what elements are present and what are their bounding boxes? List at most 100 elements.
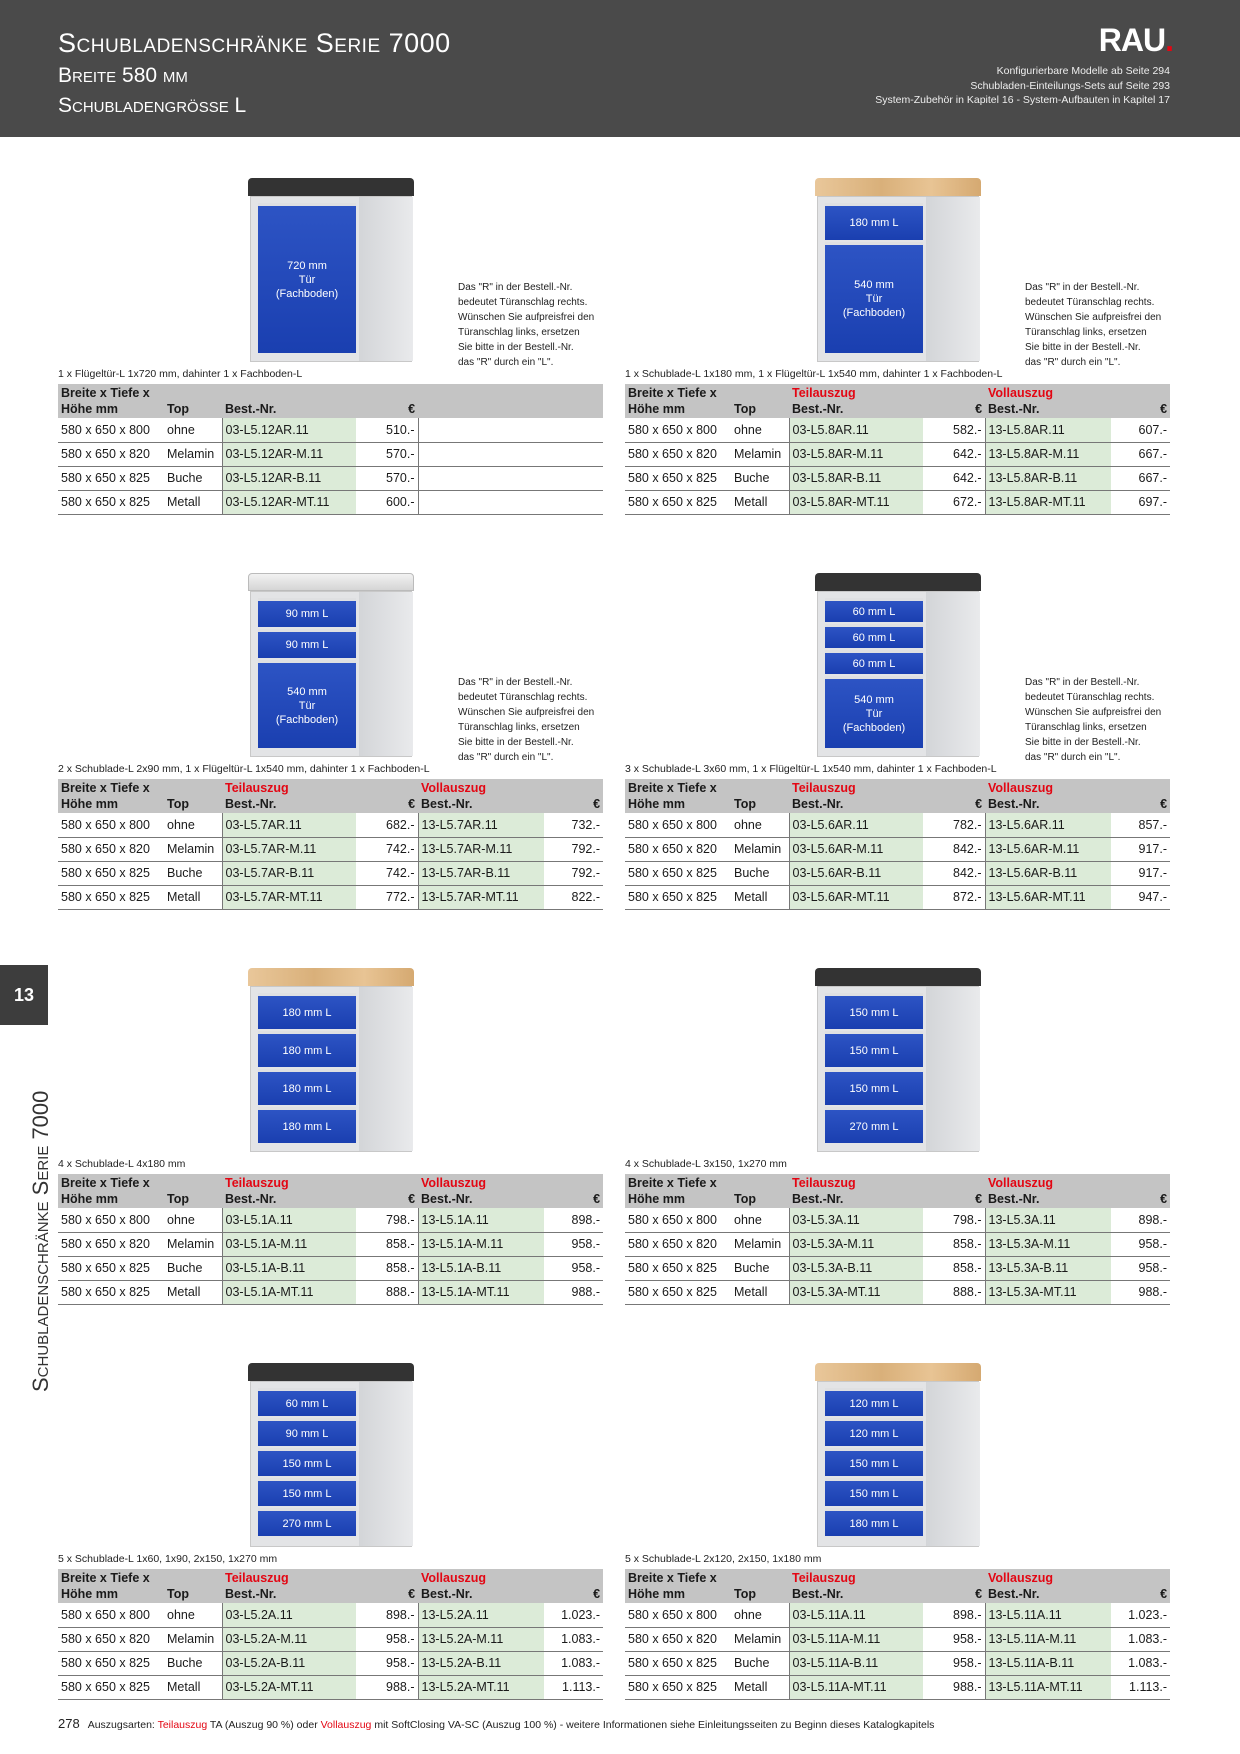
- cell-top: Metall: [164, 885, 222, 910]
- drawer-front: 180 mm L: [258, 1069, 356, 1105]
- cabinet-side: [359, 592, 413, 756]
- drawer-label: 180 mm L: [282, 1082, 332, 1095]
- footer-text: TA (Auszug 90 %) oder: [207, 1719, 321, 1731]
- cell-order-teil: 03-L5.1A.11: [221, 1208, 356, 1233]
- cell-dimensions: 580 x 650 x 825: [625, 466, 731, 491]
- cell-dimensions: 580 x 650 x 800: [58, 418, 164, 443]
- cell-top: Buche: [731, 861, 789, 886]
- cell-price-voll: 1.083.-: [544, 1651, 604, 1676]
- cell-order-voll: 13-L5.3A.11: [984, 1208, 1112, 1233]
- drawer-front: 150 mm L: [825, 1448, 923, 1476]
- page-footer: 278 Auszugsarten: Teilauszug TA (Auszug 9…: [58, 1716, 934, 1731]
- footer-text: mit SoftClosing VA-SC (Auszug 100 %) - w…: [371, 1719, 935, 1731]
- worktop: [248, 1363, 414, 1381]
- cell-order-teil: 03-L5.11A-MT.11: [788, 1675, 923, 1700]
- cell-order-voll: [417, 442, 545, 467]
- cell-order-teil: 03-L5.7AR-M.11: [221, 837, 356, 862]
- cell-price-voll: 1.023.-: [544, 1603, 604, 1628]
- cell-order-voll: 13-L5.11A-MT.11: [984, 1675, 1112, 1700]
- cell-dimensions: 580 x 650 x 825: [58, 466, 164, 491]
- cell-price-teil: 858.-: [356, 1256, 419, 1281]
- cell-order-teil: 03-L5.6AR-M.11: [788, 837, 923, 862]
- drawer-front: 270 mm L: [825, 1107, 923, 1143]
- cell-dimensions: 580 x 650 x 800: [58, 1208, 164, 1233]
- cell-top: ohne: [731, 1603, 789, 1628]
- drawer-label: (Fachboden): [275, 713, 339, 726]
- cell-top: Metall: [731, 1675, 789, 1700]
- cell-price-voll: 697.-: [1111, 490, 1171, 515]
- cell-top: Buche: [164, 861, 222, 886]
- footer-text: Auszugsarten:: [87, 1719, 158, 1731]
- cell-price-teil: 842.-: [923, 837, 986, 862]
- cell-price-voll: [544, 466, 604, 491]
- cell-order-voll: 13-L5.8AR-B.11: [984, 466, 1112, 491]
- cell-price-voll: 1.113.-: [544, 1675, 604, 1700]
- cell-order-teil: 03-L5.6AR-MT.11: [788, 885, 923, 910]
- drawer-front: 90 mm L: [258, 1418, 356, 1446]
- cell-price-teil: 858.-: [923, 1256, 986, 1281]
- cabinet-side: [926, 987, 980, 1151]
- cell-top: Melamin: [731, 837, 789, 862]
- page-number: 278: [58, 1716, 80, 1731]
- cell-price-voll: 607.-: [1111, 418, 1171, 443]
- cell-price-voll: 1.023.-: [1111, 1603, 1171, 1628]
- cell-dimensions: 580 x 650 x 825: [625, 1256, 731, 1281]
- drawer-label: (Fachboden): [842, 721, 906, 734]
- cell-price-voll: 1.113.-: [1111, 1675, 1171, 1700]
- cell-order-teil: 03-L5.1A-B.11: [221, 1256, 356, 1281]
- cell-top: Buche: [731, 466, 789, 491]
- note-line: bedeutet Türanschlag rechts.: [458, 297, 588, 308]
- note-line: das "R" durch ein "L".: [458, 752, 554, 763]
- note-line: das "R" durch ein "L".: [458, 357, 554, 368]
- page-title: Schubladenschränke Serie 7000: [58, 28, 451, 58]
- cell-dimensions: 580 x 650 x 820: [625, 442, 731, 467]
- cell-price-voll: 958.-: [544, 1232, 604, 1257]
- cell-order-teil: 03-L5.2A.11: [221, 1603, 356, 1628]
- cell-price-teil: 888.-: [356, 1280, 419, 1305]
- cell-order-voll: 13-L5.3A-MT.11: [984, 1280, 1112, 1305]
- drawer-label: 60 mm L: [852, 657, 896, 670]
- cell-dimensions: 580 x 650 x 800: [58, 1603, 164, 1628]
- drawer-front: 120 mm L: [825, 1388, 923, 1416]
- cell-top: Melamin: [164, 1232, 222, 1257]
- cell-price-teil: 958.-: [356, 1627, 419, 1652]
- cell-order-teil: 03-L5.8AR-B.11: [788, 466, 923, 491]
- note-line: das "R" durch ein "L".: [1025, 752, 1121, 763]
- drawer-front: 270 mm L: [258, 1508, 356, 1536]
- cell-top: ohne: [164, 1603, 222, 1628]
- cell-order-voll: [417, 490, 545, 515]
- cell-price-teil: 582.-: [923, 418, 986, 443]
- cell-order-voll: 13-L5.8AR-M.11: [984, 442, 1112, 467]
- cell-dimensions: 580 x 650 x 800: [625, 1208, 731, 1233]
- cell-price-teil: 888.-: [923, 1280, 986, 1305]
- cell-order-voll: 13-L5.6AR-B.11: [984, 861, 1112, 886]
- cell-price-voll: 917.-: [1111, 861, 1171, 886]
- page-subtitle-width: Breite 580 mm: [58, 64, 188, 87]
- cell-order-teil: 03-L5.3A.11: [788, 1208, 923, 1233]
- drawer-front: 150 mm L: [258, 1478, 356, 1506]
- drawer-label: 90 mm L: [285, 608, 329, 620]
- drawer-front: 90 mm L: [258, 629, 356, 658]
- note-line: Sie bitte in der Bestell.-Nr.: [1025, 342, 1141, 353]
- footer-teilauszug: Teilauszug: [157, 1719, 208, 1731]
- cell-price-voll: 667.-: [1111, 466, 1171, 491]
- door-hinge-note: Das "R" in der Bestell.-Nr.bedeutet Türa…: [458, 675, 594, 765]
